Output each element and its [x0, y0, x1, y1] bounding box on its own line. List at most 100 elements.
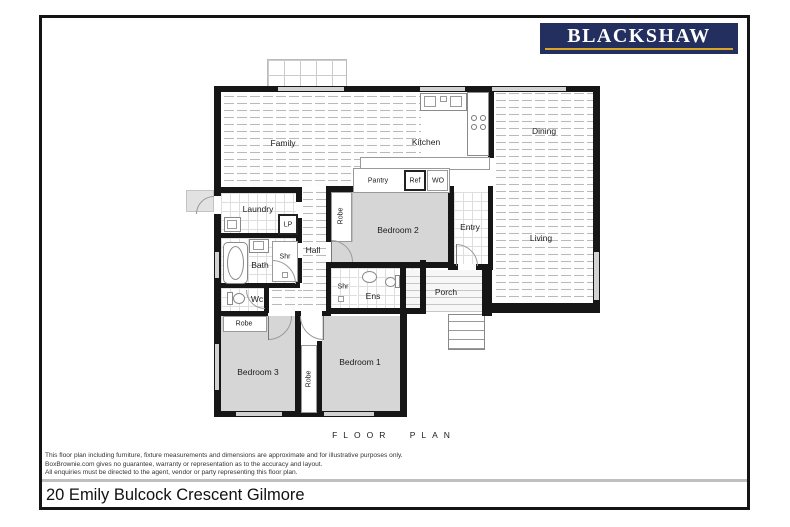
dining-living-floor: [493, 92, 593, 303]
cooktop-burner-icon: [471, 115, 477, 121]
wall-oven-box: [427, 170, 448, 191]
disclaimer: This floor plan including furniture, fix…: [45, 452, 665, 478]
laundry-tub-bowl-icon: [227, 220, 237, 229]
bedroom1-carpet: [322, 316, 400, 411]
laundry-exterior-door-arc: [196, 196, 214, 214]
window-bedroom3: [215, 344, 219, 390]
label-robe-bedroom3: Robe: [235, 320, 253, 328]
label-entry: Entry: [460, 222, 480, 232]
blackshaw-logo: BLACKSHAW: [540, 23, 738, 54]
label-shr-ensuite: Shr: [337, 283, 349, 291]
wall-porch-right: [482, 264, 492, 316]
window-dining: [492, 87, 566, 91]
wall-bottom: [214, 411, 407, 417]
bedroom2-door-leaf: [331, 240, 332, 262]
window-living: [594, 252, 599, 300]
label-family: Family: [270, 138, 296, 148]
central-robe-box: [301, 345, 317, 413]
bedroom3-door-arc: [268, 316, 292, 340]
wall-bath-hall-b: [296, 258, 302, 283]
bedroom2-robe-slider: [352, 192, 353, 242]
sink-faucet-icon: [440, 96, 447, 102]
label-robe-bedroom2: Robe: [337, 207, 345, 225]
wall-ensuite-bottom: [326, 308, 426, 314]
wall-porch-left: [400, 268, 406, 314]
bathtub-bowl-icon: [227, 246, 244, 280]
wall-left-upper: [214, 86, 221, 193]
ensuite-cistern-icon: [395, 275, 400, 288]
wall-ensuite-left: [326, 262, 331, 314]
wc-door-arc: [246, 290, 265, 309]
wall-right: [593, 86, 600, 313]
floor-plan-title: FLOOR PLAN: [332, 430, 456, 440]
sink-bowl-right-icon: [450, 96, 462, 107]
wall-ensuite-right: [420, 260, 426, 314]
sink-bowl-left-icon: [424, 96, 436, 107]
wall-bedroom2-bottom: [326, 262, 454, 268]
porch-steps: [448, 314, 485, 350]
bedroom1-door-leaf: [323, 316, 324, 340]
wall-bedrooms-top-b: [322, 311, 331, 316]
label-bedroom1: Bedroom 1: [339, 357, 381, 367]
wall-kitchen-dining: [488, 92, 494, 158]
porch-floor: [406, 270, 482, 312]
fridge-box: [404, 170, 426, 191]
ensuite-shower-floor: [331, 268, 357, 308]
wall-entry-bottom-a: [448, 264, 458, 270]
front-door-leaf: [456, 244, 457, 266]
logo-underline: [545, 48, 733, 50]
logo-text: BLACKSHAW: [567, 25, 711, 47]
bedroom3-door-leaf: [268, 316, 269, 340]
ensuite-shower-head-icon: [338, 296, 344, 302]
label-bath: Bath: [251, 260, 269, 270]
window-family: [278, 87, 344, 91]
wall-bedroom1-right: [400, 311, 407, 417]
wall-bedroom2-right: [448, 186, 454, 268]
label-dining: Dining: [531, 126, 557, 136]
wall-left-lower: [214, 187, 221, 417]
wall-bedroom3-bedroom1: [295, 311, 301, 415]
label-porch: Porch: [434, 287, 458, 297]
label-kitchen: Kitchen: [411, 137, 441, 147]
wall-bath-hall-a: [296, 233, 302, 243]
bath-basin-icon: [253, 241, 264, 250]
label-living: Living: [529, 233, 553, 243]
wall-living-bottom: [487, 303, 600, 313]
footer-divider: [42, 479, 747, 482]
laundry-door-gap: [214, 196, 221, 214]
kitchen-side-bench: [467, 92, 489, 156]
window-bedroom3-bottom: [236, 412, 282, 416]
window-bedroom1-bottom: [324, 412, 374, 416]
disclaimer-line-3: All enquiries must be directed to the ag…: [45, 469, 298, 477]
label-laundry: Laundry: [242, 204, 274, 214]
disclaimer-line-2: BoxBrownie.com gives no guarantee, warra…: [45, 460, 323, 468]
wall-bedrooms-top-a: [214, 311, 268, 316]
wall-top: [214, 86, 600, 92]
wall-laundry-bath: [214, 233, 300, 238]
window-kitchen: [420, 87, 465, 91]
label-ensuite: Ens: [365, 291, 381, 301]
front-door-arc: [456, 244, 478, 266]
bedroom1-door-arc: [300, 316, 324, 340]
wc-cistern-icon: [227, 292, 233, 305]
label-bedroom2: Bedroom 2: [377, 225, 419, 235]
window-bath: [215, 252, 219, 278]
label-bedroom3: Bedroom 3: [237, 367, 279, 377]
page-border-frame: [39, 15, 750, 510]
disclaimer-line-1: This floor plan including furniture, fix…: [45, 452, 403, 459]
wall-bedroom2-left: [326, 192, 331, 242]
hall-floor: [300, 190, 326, 311]
wall-bath-wc: [214, 283, 300, 288]
label-wo: WO: [431, 177, 445, 185]
linen-press-box: [278, 214, 298, 235]
ensuite-basin-icon: [362, 271, 377, 283]
wall-robe-right: [317, 341, 322, 415]
wall-wc-hall: [264, 288, 269, 313]
wall-laundry-hall-b: [296, 218, 302, 233]
bath-door-arc: [272, 260, 296, 284]
cooktop-burner-icon: [471, 124, 477, 130]
wall-entry-living: [488, 186, 493, 270]
property-address: 20 Emily Bulcock Crescent Gilmore: [46, 486, 305, 504]
label-robe-central: Robe: [305, 370, 313, 388]
